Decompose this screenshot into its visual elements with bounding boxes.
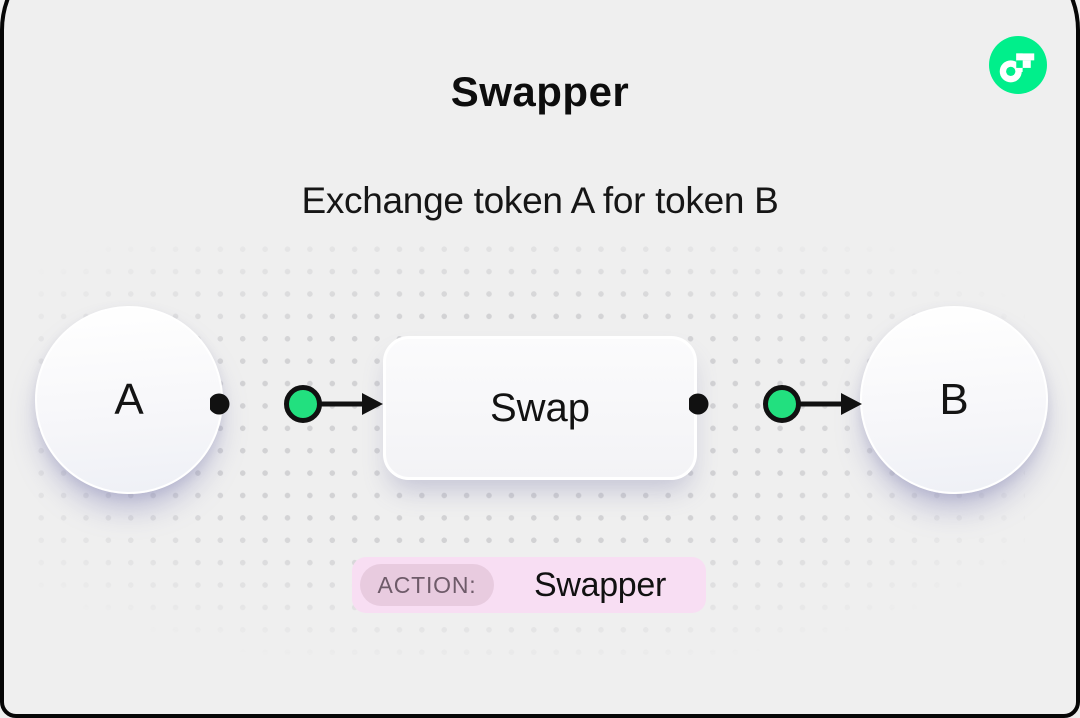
green-node-icon	[763, 385, 801, 423]
swap-box-label: Swap	[489, 385, 591, 430]
token-node-a-label: A	[114, 375, 144, 424]
arrowhead-icon	[362, 393, 383, 415]
action-badge-label: ACTION:	[377, 571, 477, 598]
start-dot-icon	[689, 393, 709, 415]
token-node-b-label: B	[939, 375, 969, 424]
start-dot-icon	[210, 393, 230, 415]
swap-box: Swap	[383, 336, 697, 480]
flow-logo-icon	[989, 36, 1047, 94]
connector-arrow-swap-to-b	[689, 385, 862, 423]
action-badge-value: Swapper	[533, 565, 667, 604]
token-node-b: B	[860, 306, 1048, 494]
green-node-icon	[284, 385, 322, 423]
token-node-a: A	[35, 306, 223, 494]
page-subtitle: Exchange token A for token B	[301, 180, 779, 221]
connector-arrow-a-to-swap	[210, 385, 383, 423]
arrowhead-icon	[841, 393, 862, 415]
action-badge-label-pill: ACTION:	[360, 564, 494, 606]
page-title: Swapper	[450, 68, 630, 115]
action-badge: ACTION: Swapper	[352, 557, 706, 613]
